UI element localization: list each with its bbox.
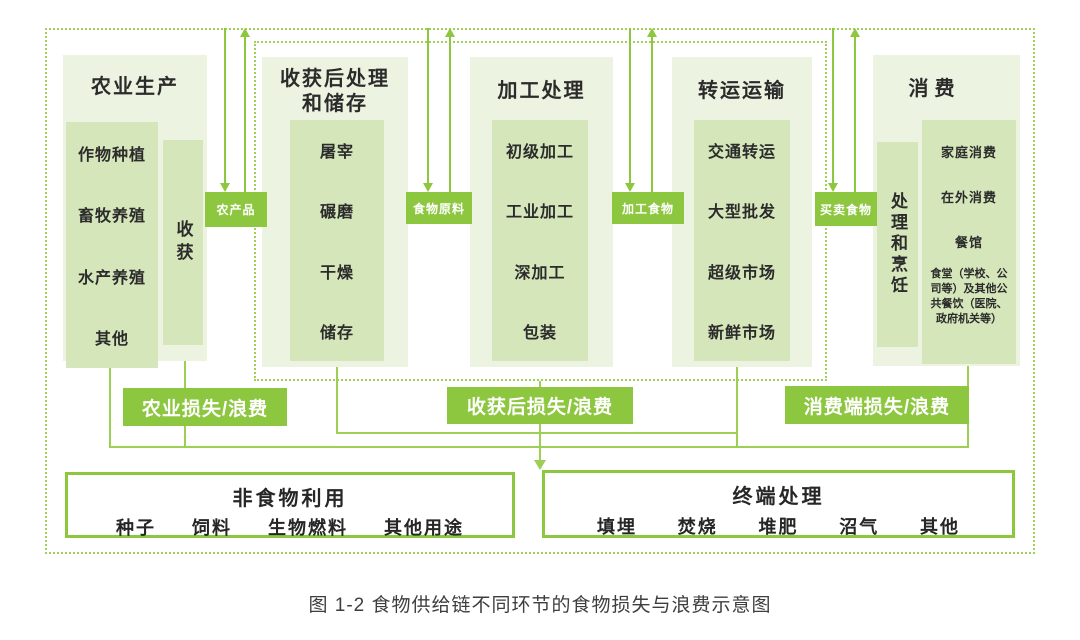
outer-dotted-frame xyxy=(45,28,1035,554)
item: 畜牧养殖 xyxy=(77,208,146,226)
arrow-up-icon xyxy=(647,28,657,37)
cooking-box: 处理和烹饪 xyxy=(877,142,918,347)
panel-title: 加工处理 xyxy=(497,80,586,102)
final-disposal-box: 终端处理 填埋 焚烧 堆肥 沼气 其他 xyxy=(542,470,1015,538)
flow-label-food-raw-material: 食物原料 xyxy=(406,192,472,224)
flow-line-up xyxy=(854,36,856,193)
item: 种子 xyxy=(116,518,156,538)
item: 包装 xyxy=(522,324,557,342)
flow-line xyxy=(109,361,111,448)
flow-line xyxy=(336,360,338,434)
item: 工业加工 xyxy=(505,204,574,222)
item: 作物种植 xyxy=(77,146,146,164)
panel-title: 消费 xyxy=(908,78,961,100)
panel-title: 转运运输 xyxy=(698,80,786,102)
item: 其他 xyxy=(94,331,129,349)
arrow-up-icon xyxy=(445,28,455,37)
arrow-down-icon xyxy=(423,183,433,192)
loss-label-agriculture: 农业损失/浪费 xyxy=(123,388,287,426)
item: 堆肥 xyxy=(758,517,799,537)
flow-line xyxy=(736,360,738,448)
flow-line-down xyxy=(224,28,226,184)
item: 碾磨 xyxy=(319,204,354,222)
item: 其他 xyxy=(920,517,960,537)
figure-caption: 图 1-2 食物供给链不同环节的食物损失与浪费示意图 xyxy=(308,595,772,616)
arrow-down-icon xyxy=(625,183,635,192)
arrow-up-icon xyxy=(850,28,860,37)
postharvest-items-box: 屠宰 碾磨 干燥 储存 xyxy=(290,120,384,361)
item: 干燥 xyxy=(319,264,354,282)
flow-line-up xyxy=(651,36,653,193)
panel-title: 农业生产 xyxy=(91,76,179,98)
arrow-down-icon xyxy=(828,183,838,192)
item: 水产养殖 xyxy=(77,269,146,287)
consumption-items-box: 家庭消费 在外消费 餐馆 食堂（学校、公司等）及其他公共餐饮（医院、政府机关等） xyxy=(922,120,1016,364)
item: 交通转运 xyxy=(707,144,776,162)
item: 家庭消费 xyxy=(940,145,997,160)
loss-label-postharvest: 收获后损失/浪费 xyxy=(447,387,633,424)
item: 饲料 xyxy=(192,518,232,538)
item: 新鲜市场 xyxy=(707,324,776,342)
item: 初级加工 xyxy=(505,144,574,162)
cooking-label: 处理和烹饪 xyxy=(888,192,907,297)
loss-label-consumption: 消费端损失/浪费 xyxy=(785,386,969,424)
item: 屠宰 xyxy=(319,144,354,162)
item: 在外消费 xyxy=(940,190,997,205)
box-title: 终端处理 xyxy=(732,486,825,508)
harvest-label: 收获 xyxy=(173,219,193,266)
item: 填埋 xyxy=(597,517,637,537)
arrow-up-icon xyxy=(240,28,250,37)
loss-bus-line xyxy=(336,432,738,434)
item: 大型批发 xyxy=(707,204,776,222)
harvest-box: 收获 xyxy=(163,140,203,345)
item: 沼气 xyxy=(839,517,880,537)
arrow-down-icon xyxy=(534,460,546,470)
flow-label-agri-products: 农产品 xyxy=(205,192,267,227)
item: 生物燃料 xyxy=(268,518,348,538)
box-title: 非食物利用 xyxy=(232,488,348,510)
item: 深加工 xyxy=(514,264,566,282)
transport-items-box: 交通转运 大型批发 超级市场 新鲜市场 xyxy=(694,120,790,361)
item: 食堂（学校、公司等）及其他公共餐饮（医院、政府机关等） xyxy=(930,268,1008,325)
item: 超级市场 xyxy=(707,264,776,282)
flow-line-down xyxy=(427,28,429,184)
panel-title: 收获后处理和储存 xyxy=(280,68,390,115)
arrow-down-icon xyxy=(220,183,230,192)
item: 焚烧 xyxy=(677,517,718,537)
agriculture-items-box: 作物种植 畜牧养殖 水产养殖 其他 xyxy=(66,122,158,368)
item: 餐馆 xyxy=(954,235,983,250)
item: 储存 xyxy=(319,324,354,342)
flow-line-up xyxy=(449,36,451,193)
flow-line-down xyxy=(832,28,834,184)
item: 其他用途 xyxy=(384,518,464,538)
flow-label-processed-food: 加工食物 xyxy=(612,192,684,224)
box-items-row: 种子 饲料 生物燃料 其他用途 xyxy=(68,511,512,540)
flow-label-traded-food: 买卖食物 xyxy=(815,192,877,226)
non-food-use-box: 非食物利用 种子 饲料 生物燃料 其他用途 xyxy=(65,472,515,538)
processing-items-box: 初级加工 工业加工 深加工 包装 xyxy=(492,120,588,361)
box-items-row: 填埋 焚烧 堆肥 沼气 其他 xyxy=(545,509,1012,539)
flow-line-up xyxy=(244,36,246,193)
flow-line-down xyxy=(629,28,631,184)
